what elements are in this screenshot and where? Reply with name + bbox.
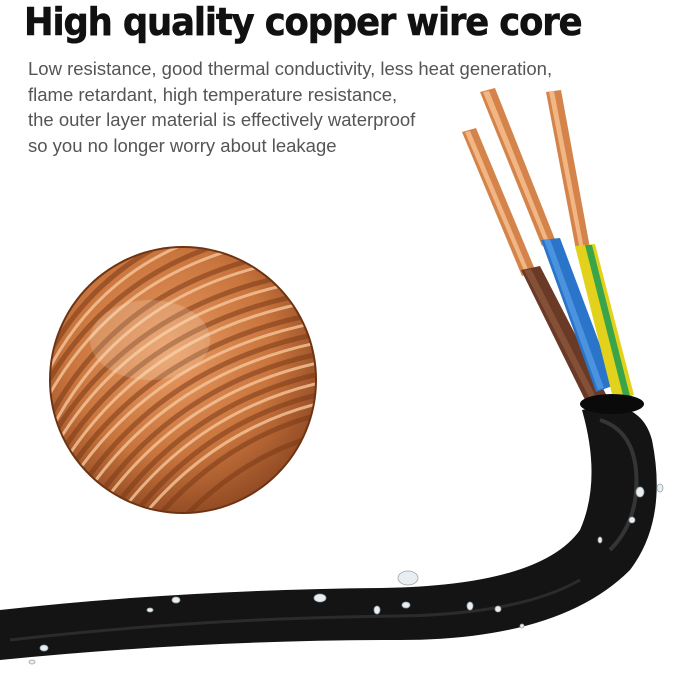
description-line-3: the outer layer material is effectively … [28,109,416,130]
cable-icon [0,88,657,660]
description: Low resistance, good thermal conductivit… [28,56,552,158]
description-line-2: flame retardant, high temperature resist… [28,83,398,105]
description-line-4: so you no longer worry about leakage [28,134,337,156]
description-line-1: Low resistance, good thermal conductivit… [28,58,553,79]
headline: High quality copper wire core [24,0,583,44]
copper-coil-icon [49,246,317,514]
water-drop-icon [28,483,664,665]
